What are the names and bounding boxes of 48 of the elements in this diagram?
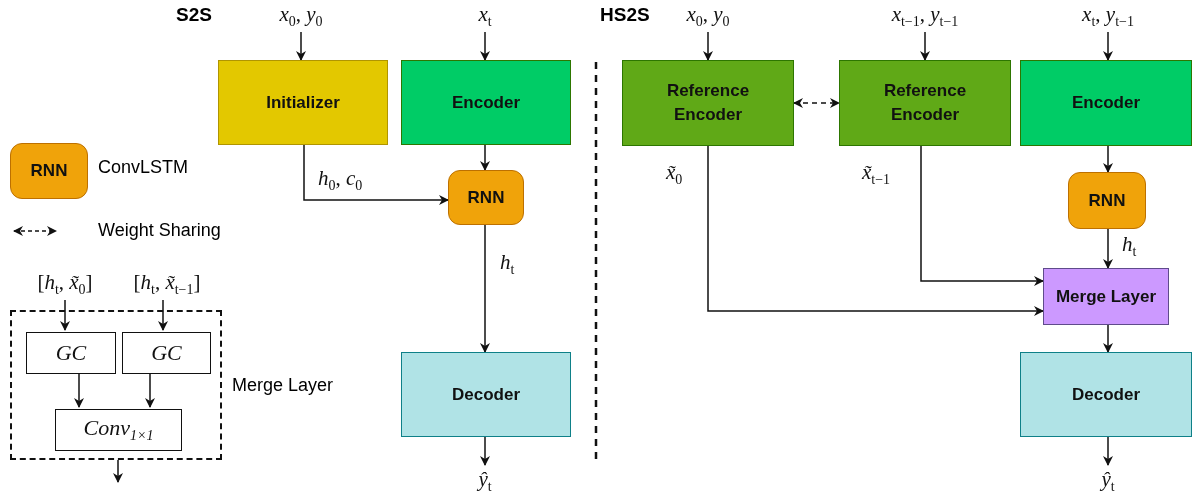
arrow <box>296 31 306 61</box>
section-title: HS2S <box>600 4 650 26</box>
rnn-block: RNN <box>448 170 524 225</box>
container-label: Merge Layer <box>232 375 334 396</box>
section-title: S2S <box>176 4 212 26</box>
arrow <box>1103 31 1113 61</box>
arrow <box>920 31 930 61</box>
arrow <box>1103 436 1113 466</box>
input-label: [h$_{t}$, x̃$_{t−1}$] <box>116 268 218 300</box>
process-box: Decoder <box>401 352 571 437</box>
process-box: Reference Encoder <box>622 60 794 146</box>
arrow <box>480 224 490 353</box>
arrow <box>480 31 490 61</box>
arrow <box>703 31 713 61</box>
arrow <box>920 145 1044 286</box>
arrow <box>1103 324 1113 353</box>
rnn-block: RNN <box>10 143 88 199</box>
input-label: x$_{t}$, y$_{t−1}$ <box>1065 0 1151 32</box>
node-caption: ConvLSTM <box>98 157 189 178</box>
arrow <box>158 299 168 331</box>
arrow <box>303 144 449 205</box>
arrow <box>480 436 490 466</box>
arrow <box>707 145 1044 316</box>
input-label: x$_{t−1}$, y$_{t−1}$ <box>875 0 975 32</box>
input-label: x$_{t}$ <box>465 0 505 32</box>
input-label: ŷ$_{t}$ <box>1088 465 1128 497</box>
arrow <box>1103 228 1113 269</box>
input-label: x$_{0}$, y$_{0}$ <box>672 0 744 32</box>
process-box: Initializer <box>218 60 388 145</box>
arrow <box>1103 145 1113 173</box>
process-box: Decoder <box>1020 352 1192 437</box>
arrow <box>60 299 70 331</box>
arrow <box>793 98 840 108</box>
process-box: Reference Encoder <box>839 60 1011 146</box>
rnn-block: RNN <box>1068 172 1146 229</box>
operation-box: GC <box>122 332 211 374</box>
arrow <box>480 144 490 171</box>
merge-layer-container <box>10 310 222 460</box>
operation-box: Conv$_{1×1}$ <box>55 409 182 451</box>
input-label: [h$_{t}$, x̃$_{0}$] <box>20 268 110 300</box>
input-label: x$_{0}$, y$_{0}$ <box>265 0 337 32</box>
process-box: Encoder <box>1020 60 1192 146</box>
process-box: Encoder <box>401 60 571 145</box>
arrow <box>113 459 123 483</box>
process-box: Merge Layer <box>1043 268 1169 325</box>
input-label: ŷ$_{t}$ <box>465 465 505 497</box>
operation-box: GC <box>26 332 116 374</box>
legend-label: Weight Sharing <box>98 220 221 241</box>
